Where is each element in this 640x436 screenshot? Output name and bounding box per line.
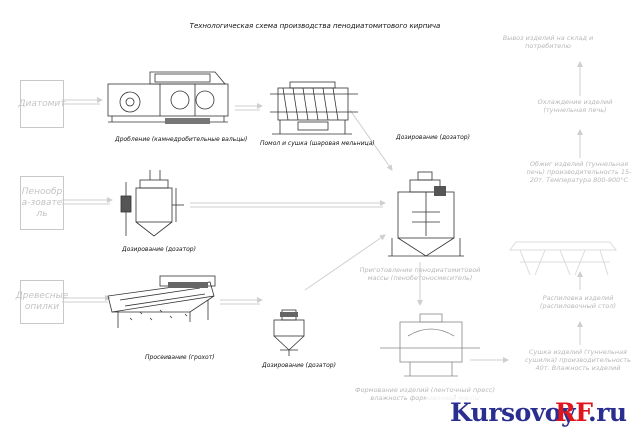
step-cooling: Охлаждение изделий (туннельная печь): [537, 98, 613, 114]
source-wood-shavings: Древесные опилки: [16, 280, 68, 324]
step-firing: Обжиг изделий (туннельная печь) производ…: [526, 160, 632, 184]
drying-stand-drawing: [509, 241, 617, 276]
source-diatomite-label: Диатомит: [18, 98, 66, 109]
source-diatomite: Диатомит: [18, 80, 66, 128]
caption-molding: Формование изделий (ленточный пресс) вла…: [354, 386, 496, 402]
watermark-ru: .ru: [588, 398, 627, 427]
caption-mixing: Приготовление пенодиатомитовой массы (пе…: [359, 266, 481, 282]
arrow-mill-mix: [349, 109, 393, 171]
caption-sieving: Просеивание (грохот): [145, 354, 215, 361]
step-drying-stand: Распиловка изделий (распиловочный стол): [539, 294, 617, 310]
diagram-title: Технологическая схема производства пенод…: [189, 22, 441, 30]
caption-dosing-top: Дозирование (дозатор): [396, 134, 470, 141]
caption-crushing: Дробление (камнедробительные вальцы): [115, 136, 248, 143]
watermark-rf: RF: [555, 398, 593, 427]
source-wood-shavings-label: Древесные опилки: [15, 291, 69, 312]
caption-dosing-foam: Дозирование (дозатор): [122, 246, 196, 253]
press-drawing: [380, 313, 480, 377]
arrow-dose-mix: [304, 234, 386, 291]
flow-arrows: [62, 61, 583, 363]
caption-dosing-bottom: Дозирование (дозатор): [262, 362, 336, 369]
crusher-drawing: [107, 71, 229, 124]
sieve-drawing: [107, 275, 216, 328]
caption-grinding-drying: Помол и сушка (шаровая мельница): [260, 140, 375, 147]
step-output: Вывоз изделий на склад и потребителю: [502, 34, 594, 50]
mixer-drawing: [388, 171, 464, 257]
foam-doser-drawing: [120, 170, 184, 237]
source-foam-agent-label: Пенообра-зователь: [21, 186, 63, 219]
watermark-backdrop: [426, 396, 638, 434]
source-foam-agent: Пенообра-зователь: [20, 176, 64, 230]
step-drying: Сушка изделий (туннельная сушилка) произ…: [524, 348, 631, 372]
lower-doser-drawing: [273, 309, 305, 356]
watermark-kursovoy: Kursovoy: [450, 398, 576, 427]
ball-mill-drawing: [270, 81, 358, 135]
